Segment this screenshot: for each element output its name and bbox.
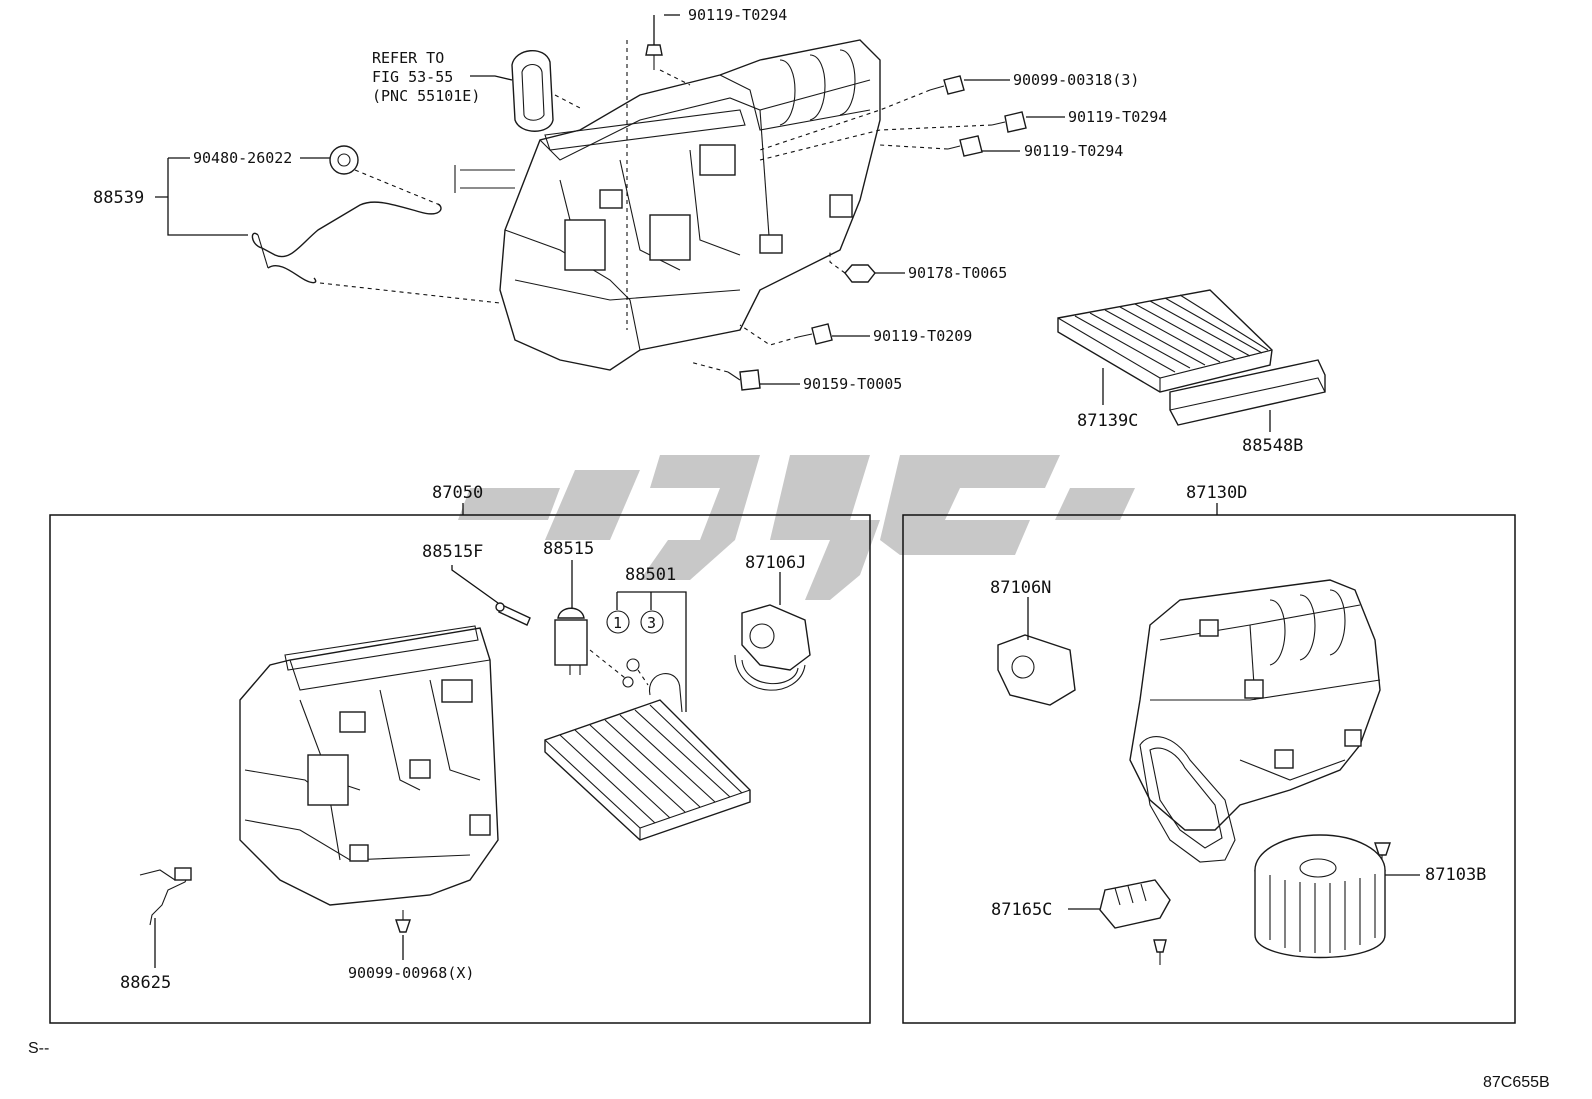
label-88548B: 88548B — [1242, 436, 1303, 456]
figure-code: 87C655B — [1483, 1074, 1550, 1091]
label-87130D: 87130D — [1186, 483, 1247, 503]
bolt-90159-T0005 — [727, 369, 761, 391]
screw-90099-00968 — [395, 910, 411, 933]
servo-87106J — [734, 604, 811, 691]
label-88515: 88515 — [543, 539, 594, 559]
box-87050 — [49, 514, 871, 1024]
box-87130D — [902, 514, 1516, 1024]
label-87106J: 87106J — [745, 553, 806, 573]
label-circle-3: 3 — [647, 614, 656, 632]
blower-motor-87103B — [1254, 834, 1386, 959]
label-refer-line1: REFER TO — [372, 49, 444, 67]
footer-left-mark: S-- — [28, 1040, 49, 1057]
label-circle-1: 1 — [613, 614, 622, 632]
label-refer-line3: (PNC 55101E) — [372, 87, 480, 105]
label-refer-line2: FIG 53-55 — [372, 68, 453, 86]
evaporator-unit-case — [239, 625, 499, 906]
label-90178-T0065: 90178-T0065 — [908, 264, 1007, 282]
bolt-90119-T0294-a — [645, 44, 663, 70]
screw-resistor — [1153, 939, 1167, 965]
bolt-90099-00318 — [929, 75, 965, 95]
oring-1 — [622, 676, 634, 688]
label-90119-T0209: 90119-T0209 — [873, 327, 972, 345]
label-87106N: 87106N — [990, 578, 1051, 598]
bolt-90119-T0209 — [797, 323, 833, 345]
circle-callout-3 — [640, 610, 664, 634]
label-87050: 87050 — [432, 483, 483, 503]
bolt-90119-T0294-b — [991, 111, 1027, 133]
bolt-88515F — [495, 602, 531, 626]
filter-87139C — [1057, 289, 1273, 393]
label-88501: 88501 — [625, 565, 676, 585]
gasket-part — [511, 49, 554, 132]
label-88515F: 88515F — [422, 542, 483, 562]
label-87139C: 87139C — [1077, 411, 1138, 431]
circle-callout-1 — [606, 610, 630, 634]
label-90119-T0294-b: 90119-T0294 — [1068, 108, 1167, 126]
sensor-88625 — [139, 867, 192, 926]
hose-88539 — [251, 145, 442, 284]
nut-90178-T0065 — [844, 264, 876, 283]
label-88539: 88539 — [93, 188, 144, 208]
label-87165C: 87165C — [991, 900, 1052, 920]
bolt-90119-T0294-c — [947, 135, 983, 157]
label-90480-26022: 90480-26022 — [193, 149, 292, 167]
label-90099-00968: 90099-00968(X) — [348, 964, 474, 982]
cover-88548B — [1169, 359, 1326, 426]
label-88625: 88625 — [120, 973, 171, 993]
label-90119-T0294-c: 90119-T0294 — [1024, 142, 1123, 160]
expansion-valve — [554, 607, 588, 675]
watermark-logo — [458, 455, 1135, 600]
resistor-87165C — [1099, 879, 1171, 929]
label-90099-00318: 90099-00318(3) — [1013, 71, 1139, 89]
oring-3 — [626, 658, 640, 672]
servo-87106N — [997, 634, 1076, 706]
callout-labels: 90119-T0294 REFER TO FIG 53-55 (PNC 5510… — [93, 6, 1486, 993]
label-90119-T0294-a: 90119-T0294 — [688, 6, 787, 24]
label-90159-T0005: 90159-T0005 — [803, 375, 902, 393]
label-87103B: 87103B — [1425, 865, 1486, 885]
evaporator-core — [544, 673, 751, 841]
blower-unit-case — [1129, 579, 1381, 863]
heater-unit-assembly — [454, 39, 881, 371]
